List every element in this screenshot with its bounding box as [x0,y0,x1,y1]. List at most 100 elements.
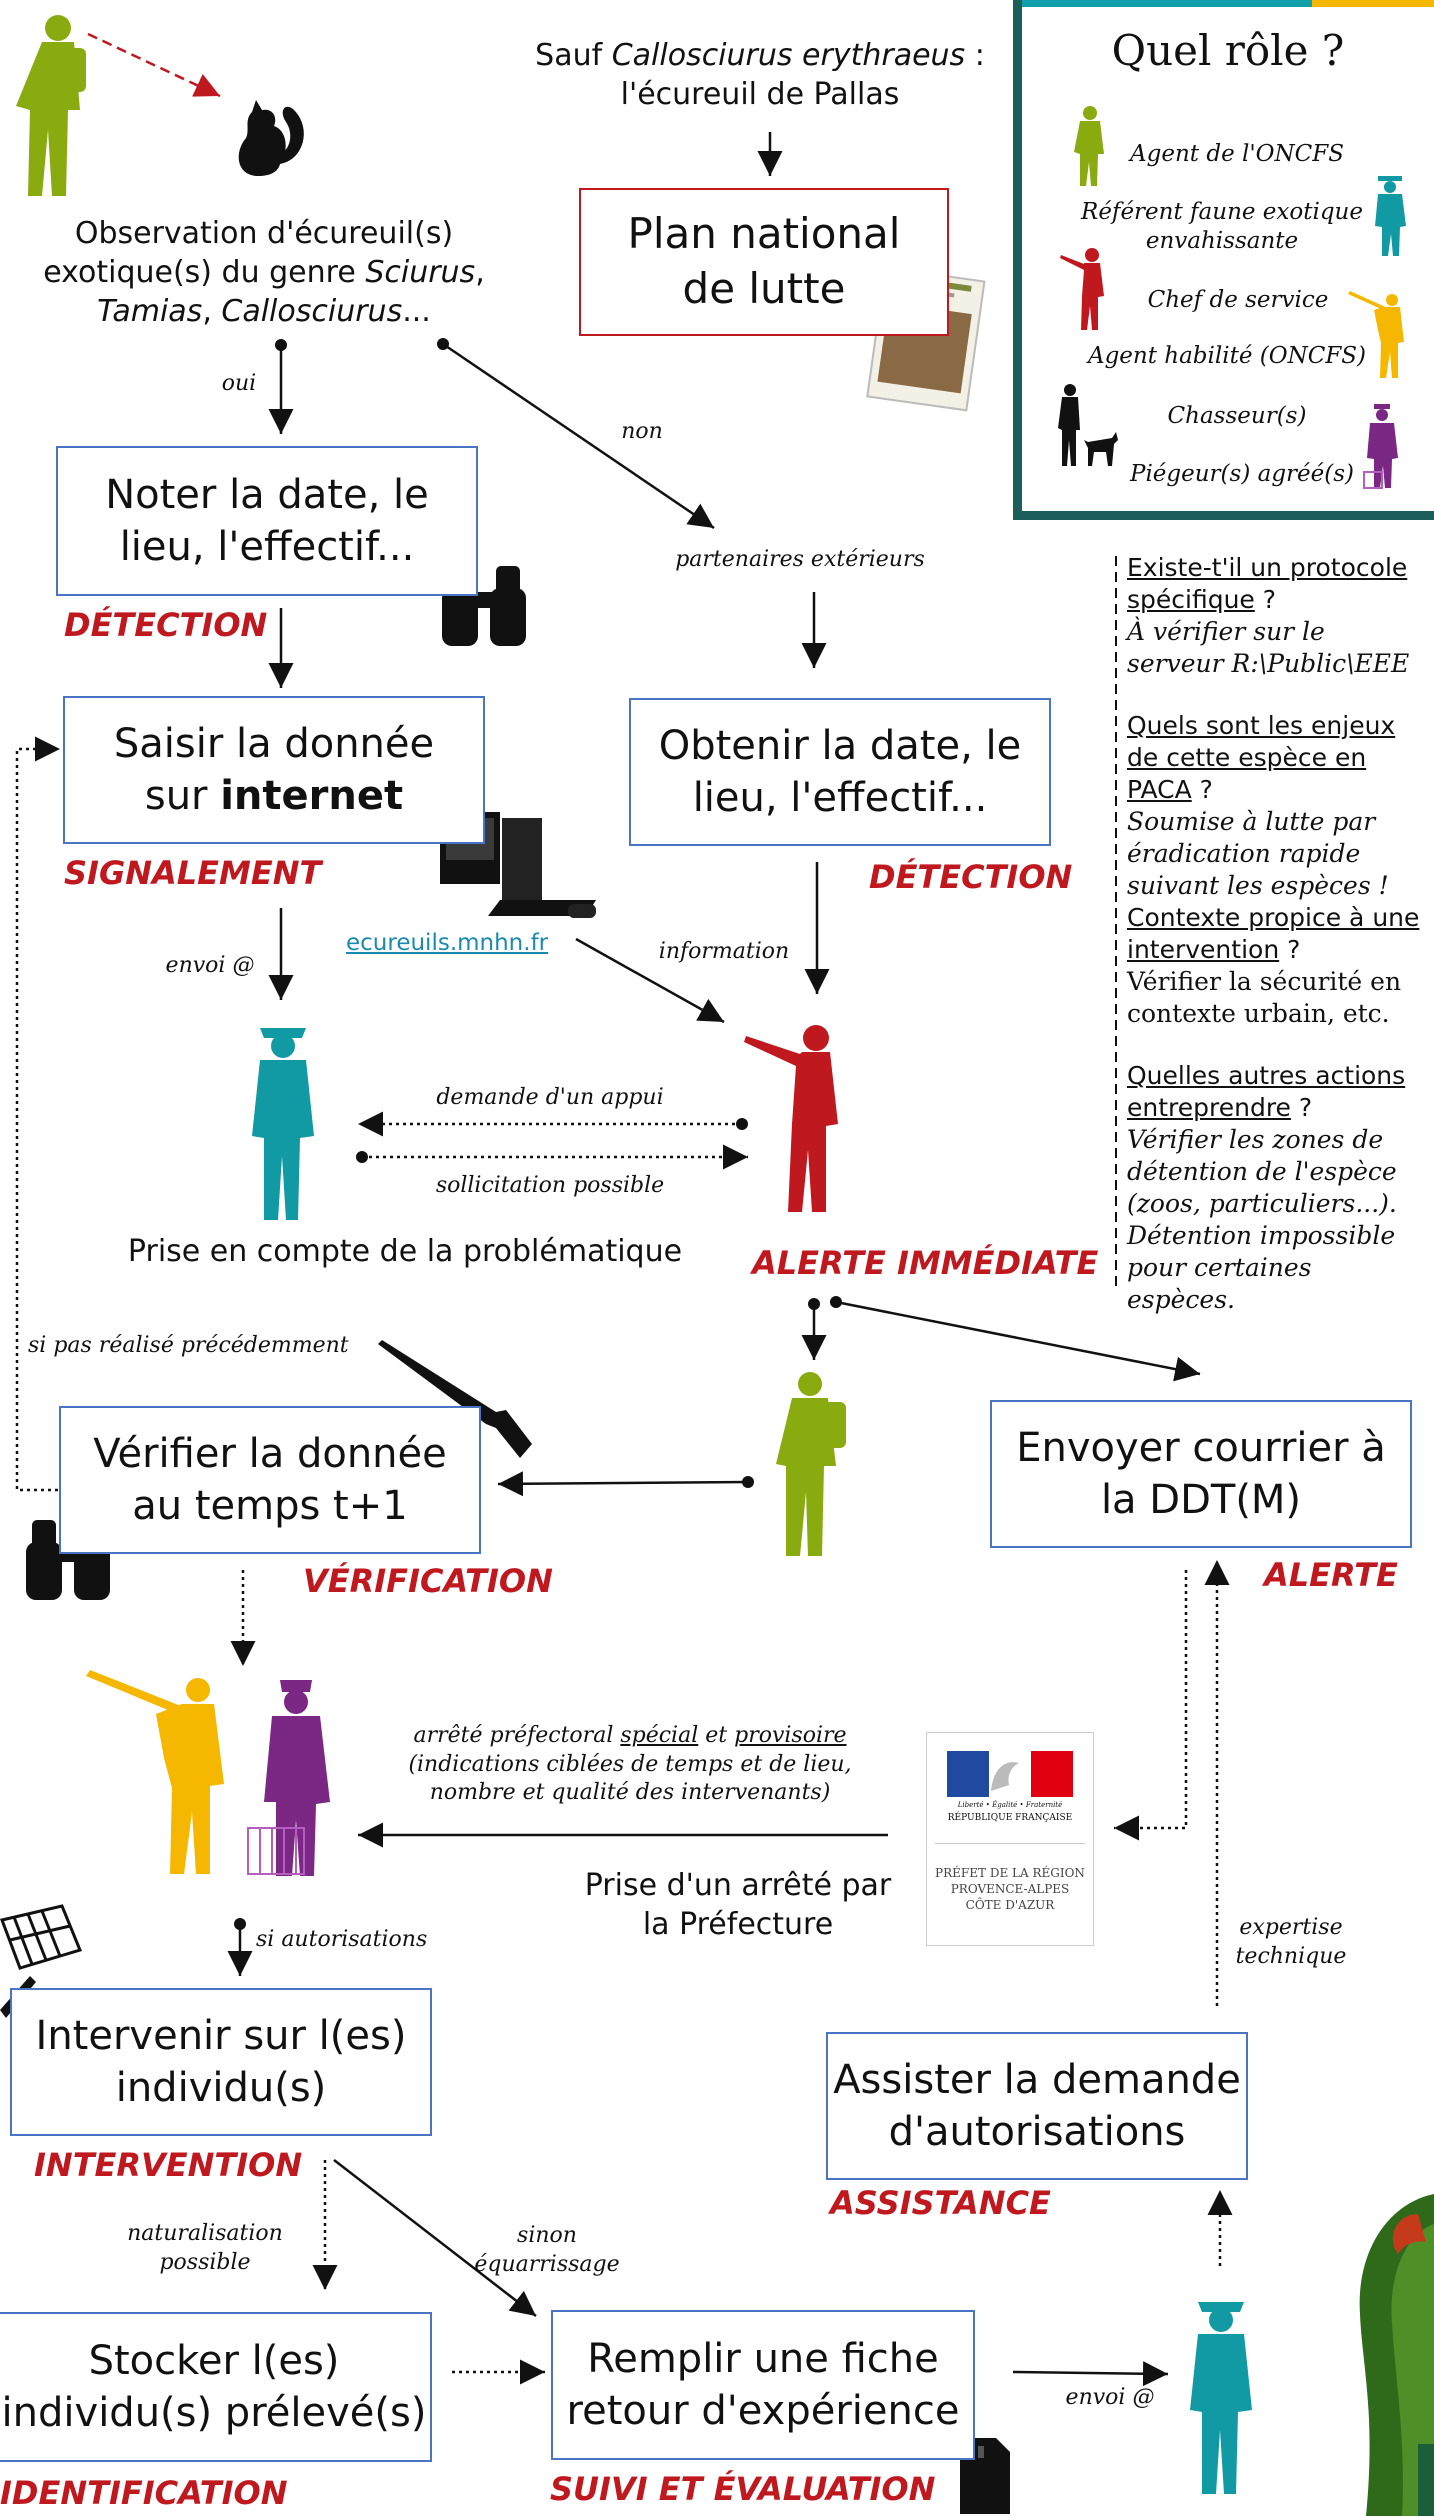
roles-title: Quel rôle ? [1111,26,1345,75]
envoyer-line1: Envoyer courrier à [1016,1425,1386,1471]
prise-en-compte-text: Prise en compte de la problématique [127,1234,683,1269]
stocker-line1: Stocker l(es) [88,2338,340,2384]
prefet-divider [935,1843,1085,1844]
role-icon-chasseur [1058,384,1118,466]
naturalisation-line2: possible [159,2249,251,2275]
assister-box: Assister la demande d'autorisations [826,2032,1248,2180]
intervenir-line2: individu(s) [115,2065,327,2111]
panel-accent-teal [1022,0,1312,7]
arrete-line3: nombre et qualité des intervenants) [429,1780,831,1806]
verifier-line2: au temps t+1 [132,1483,408,1529]
arrete-prefix: arrêté préfectoral [413,1723,621,1748]
arrete-provisoire: provisoire [734,1723,847,1748]
expertise-line1: expertise [1239,1915,1343,1940]
exception-note: Sauf Callosciurus erythraeus : l'écureui… [512,36,1008,114]
question-actions: Quelles autres actions entreprendre ? Vé… [1127,1060,1427,1316]
noter-line1: Noter la date, le [105,472,429,518]
prefet-republique: RÉPUBLIQUE FRANÇAISE [947,1813,1073,1823]
stocker-box: Stocker l(es) individu(s) prélevé(s) [0,2312,432,2462]
question-protocole: Existe-t'il un protocole spécifique ? À … [1127,552,1427,680]
sauf-suffix: : [965,38,985,73]
stage-alerte-immediate: ALERTE IMMÉDIATE [752,1244,1099,1282]
question-text: Contexte propice à une intervention [1127,903,1420,964]
question-mark: ? [1279,935,1301,964]
stage-signalement: SIGNALEMENT [64,854,322,892]
label-partenaires: partenaires extérieurs [675,547,925,572]
question-contexte: Contexte propice à une intervention ? Vé… [1127,902,1427,1030]
answer-text: Soumise à lutte par éradication rapide s… [1127,807,1389,900]
sauf-species: Callosciurus erythraeus [611,38,966,73]
rifle-icon [378,1340,532,1458]
roles-panel: Quel rôle ? Agent de l'ONCFS Référent fa… [1013,0,1434,520]
prise-arrete-text: Prise d'un arrêté par la Préfecture [568,1866,908,1944]
referent-figure [252,1028,314,1220]
arrete-special: spécial [620,1723,699,1748]
prefet-logo: Liberté • Égalité • Fraternité RÉPUBLIQU… [926,1732,1094,1946]
plan-line1: Plan national [627,209,901,259]
role-icon-chef-service [1060,248,1104,330]
sinon-line2: équarrissage [474,2251,620,2277]
obs-line2-prefix: exotique(s) du genre [43,255,366,290]
stage-identification: IDENTIFICATION [0,2474,288,2512]
obtenir-line2: lieu, l'effectif... [692,775,988,821]
role-icon-agent-oncfs [1074,106,1104,186]
question-mark: ? [1290,1093,1313,1122]
noter-box: Noter la date, le lieu, l'effectif... [56,446,478,596]
observation-text: Observation d'écureuil(s) exotique(s) du… [24,214,504,331]
saisir-box: Saisir la donnée sur internet [63,696,485,844]
agent-oncfs-figure [16,15,86,196]
stage-alerte: ALERTE [1264,1556,1398,1594]
question-mark: ? [1254,585,1277,614]
assister-line2: d'autorisations [888,2109,1186,2155]
verifier-box: Vérifier la donnée au temps t+1 [59,1406,481,1554]
role-label-agent-oncfs: Agent de l'ONCFS [1130,141,1344,167]
intervenir-box: Intervenir sur l(es) individu(s) [10,1988,432,2136]
role-label-chasseur: Chasseur(s) [1167,403,1307,429]
chef-service-figure [744,1025,838,1212]
label-naturalisation: naturalisation possible [110,2220,300,2277]
question-text: Quels sont les enjeux de cette espèce en… [1127,711,1396,804]
label-oui: oui [221,371,257,396]
prefet-motto: Liberté • Égalité • Fraternité [957,1801,1063,1809]
role-label-referent: Référent faune exotique envahissante [1081,199,1363,254]
role-icon-agent-habilite [1348,291,1404,378]
sinon-line1: sinon [517,2223,577,2248]
agent-habilite-figure [86,1670,224,1874]
website-link[interactable]: ecureuils.mnhn.fr [346,930,549,956]
stocker-line2: individu(s) prélevé(s) [1,2390,427,2436]
obs-genus-tamias: Tamias [97,294,203,329]
prise-arrete-line2: la Préfecture [642,1907,834,1942]
sauf-prefix: Sauf [535,38,612,73]
saisir-line1: Saisir la donnée [113,721,435,767]
stage-suivi: SUIVI ET ÉVALUATION [550,2470,936,2508]
saisir-line2-prefix: sur [144,773,221,819]
obs-genus-sciurus: Sciurus [365,255,476,290]
obs-line1: Observation d'écureuil(s) [74,216,454,251]
agent-oncfs-figure-verification [776,1372,846,1556]
intervenir-line1: Intervenir sur l(es) [35,2013,407,2059]
referent-figure-retour [1190,2302,1252,2494]
verifier-line1: Vérifier la donnée [93,1431,447,1477]
answer-text: Vérifier les zones de détention de l'esp… [1127,1125,1397,1314]
assister-line1: Assister la demande [833,2057,1241,2103]
marianne-flag-icon [947,1751,1073,1797]
arrete-line2: (indications ciblées de temps et de lieu… [408,1751,852,1777]
stage-detection-left: DÉTECTION [64,606,268,644]
saisir-line2-bold: internet [220,773,404,819]
arrete-text: arrêté préfectoral spécial et provisoire… [380,1722,880,1808]
role-icon-referent [1375,176,1406,256]
noter-line2: lieu, l'effectif... [119,524,415,570]
computer-icon [440,812,596,918]
label-demande-appui: demande d'un appui [436,1085,664,1110]
expertise-line2: technique [1235,1943,1347,1969]
parrot-image [1359,2194,1434,2516]
naturalisation-line1: naturalisation [127,2221,283,2246]
prise-arrete-line1: Prise d'un arrêté par [584,1868,892,1903]
label-envoi-2: envoi @ [1065,2385,1155,2410]
label-si-pas-realise: si pas réalisé précédemment [28,1333,349,1358]
label-non: non [621,419,663,444]
role-label-chef-service: Chef de service [1147,287,1329,313]
